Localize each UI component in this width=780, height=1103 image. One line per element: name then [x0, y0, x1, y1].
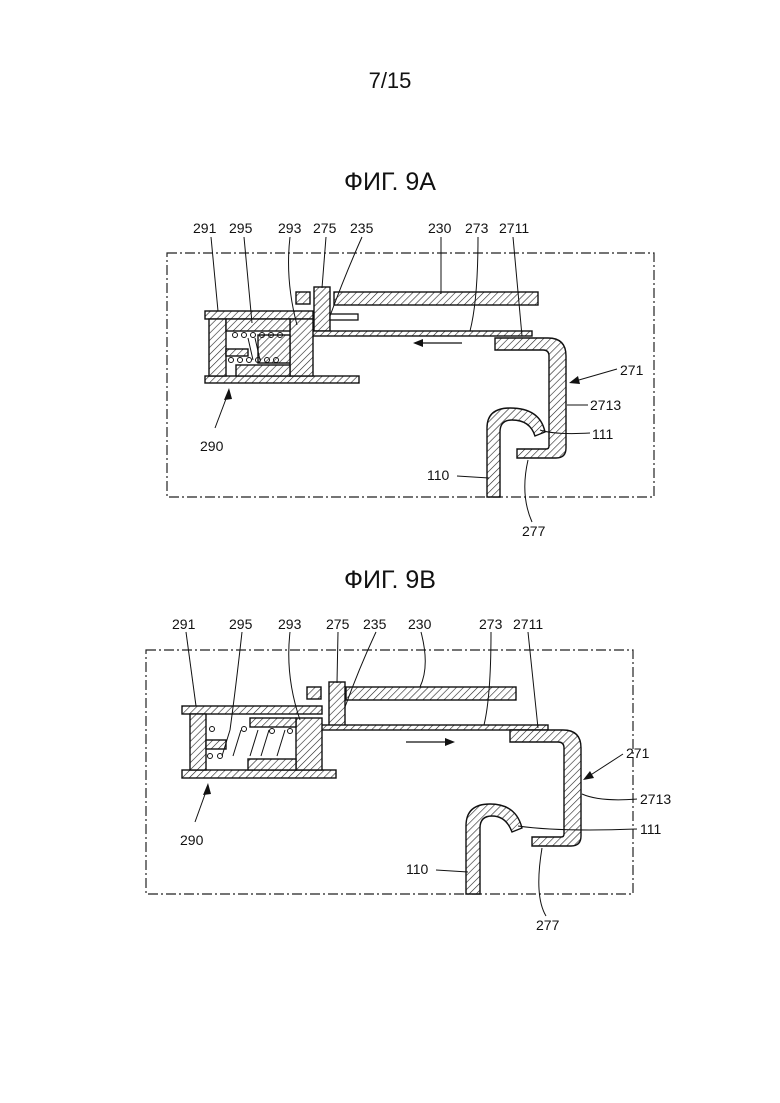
label-110: 110 — [427, 467, 450, 483]
part-271-bracket — [495, 338, 566, 458]
leader-2711 — [513, 237, 522, 336]
figure-9b-diagram: 291 295 293 275 235 230 273 2711 271 271… — [0, 606, 780, 946]
figure-9b-title: ФИГ. 9В — [0, 566, 780, 595]
part-290-bottom-rail — [205, 376, 359, 383]
label-295: 295 — [229, 616, 253, 632]
part-290-left-wall — [190, 714, 206, 770]
figure-9a-title: ФИГ. 9А — [0, 168, 780, 197]
part-230-left-block — [296, 292, 310, 304]
leader-271-arrowhead — [569, 376, 580, 384]
leader-295 — [230, 632, 242, 730]
part-293-top-bar — [250, 718, 296, 727]
label-275: 275 — [313, 220, 337, 236]
label-2711: 2711 — [513, 616, 543, 632]
part-293-right-block — [296, 718, 322, 770]
label-291: 291 — [193, 220, 217, 236]
label-230: 230 — [408, 616, 432, 632]
label-273: 273 — [479, 616, 503, 632]
leader-271-arrowhead — [583, 771, 594, 780]
label-293: 293 — [278, 616, 302, 632]
part-290-bottom-bar — [236, 365, 290, 376]
part-290-mid-bar — [206, 740, 226, 749]
label-277: 277 — [536, 917, 560, 933]
label-2713: 2713 — [590, 397, 621, 413]
label-291: 291 — [172, 616, 196, 632]
label-230: 230 — [428, 220, 452, 236]
part-235 — [330, 314, 358, 320]
part-230-plate — [334, 292, 538, 305]
part-290-bottom-bar — [248, 759, 296, 770]
label-111: 111 — [640, 821, 661, 837]
part-110-hook — [466, 804, 522, 894]
leader-110 — [457, 476, 489, 478]
part-273-slider — [310, 331, 532, 336]
leader-295 — [244, 237, 252, 323]
label-271: 271 — [626, 745, 650, 761]
motion-arrow-right — [406, 738, 455, 746]
label-271: 271 — [620, 362, 644, 378]
part-275-pin — [329, 682, 345, 726]
leader-290-arrowhead — [203, 783, 211, 795]
part-290-bottom-rail — [182, 770, 336, 778]
part-293-right-block — [290, 319, 313, 376]
figure-9a-diagram: 291 295 293 275 235 230 273 2711 271 271… — [0, 210, 780, 550]
leader-273 — [484, 632, 491, 725]
leader-273 — [470, 237, 478, 331]
label-111: 111 — [592, 426, 613, 442]
leader-291 — [211, 237, 218, 311]
part-230-plate — [346, 687, 516, 700]
motion-arrow-left — [413, 339, 462, 347]
leader-275 — [337, 632, 338, 683]
leader-110 — [436, 870, 468, 872]
part-290-mid-bar — [226, 349, 248, 356]
label-273: 273 — [465, 220, 489, 236]
part-290-left-wall — [209, 319, 226, 376]
part-295-top-bar — [226, 319, 290, 331]
leader-2713 — [582, 794, 637, 800]
leader-275 — [322, 237, 326, 288]
part-230-left-block — [307, 687, 321, 699]
label-295: 295 — [229, 220, 253, 236]
part-273-slider — [320, 725, 548, 730]
label-290: 290 — [200, 438, 224, 454]
page-number: 7/15 — [0, 68, 780, 94]
label-110: 110 — [406, 861, 429, 877]
label-275: 275 — [326, 616, 350, 632]
leader-230 — [420, 632, 425, 687]
label-277: 277 — [522, 523, 546, 539]
label-235: 235 — [363, 616, 387, 632]
leader-290-arrowhead — [224, 388, 232, 400]
leader-291 — [186, 632, 196, 706]
leader-277 — [525, 460, 532, 522]
leader-277 — [539, 848, 546, 916]
label-2711: 2711 — [499, 220, 529, 236]
leader-2711 — [528, 632, 538, 728]
label-2713: 2713 — [640, 791, 671, 807]
label-235: 235 — [350, 220, 374, 236]
part-275-pin — [314, 287, 330, 331]
part-291-top — [182, 706, 322, 714]
label-293: 293 — [278, 220, 302, 236]
label-290: 290 — [180, 832, 204, 848]
part-291-top — [205, 311, 313, 319]
